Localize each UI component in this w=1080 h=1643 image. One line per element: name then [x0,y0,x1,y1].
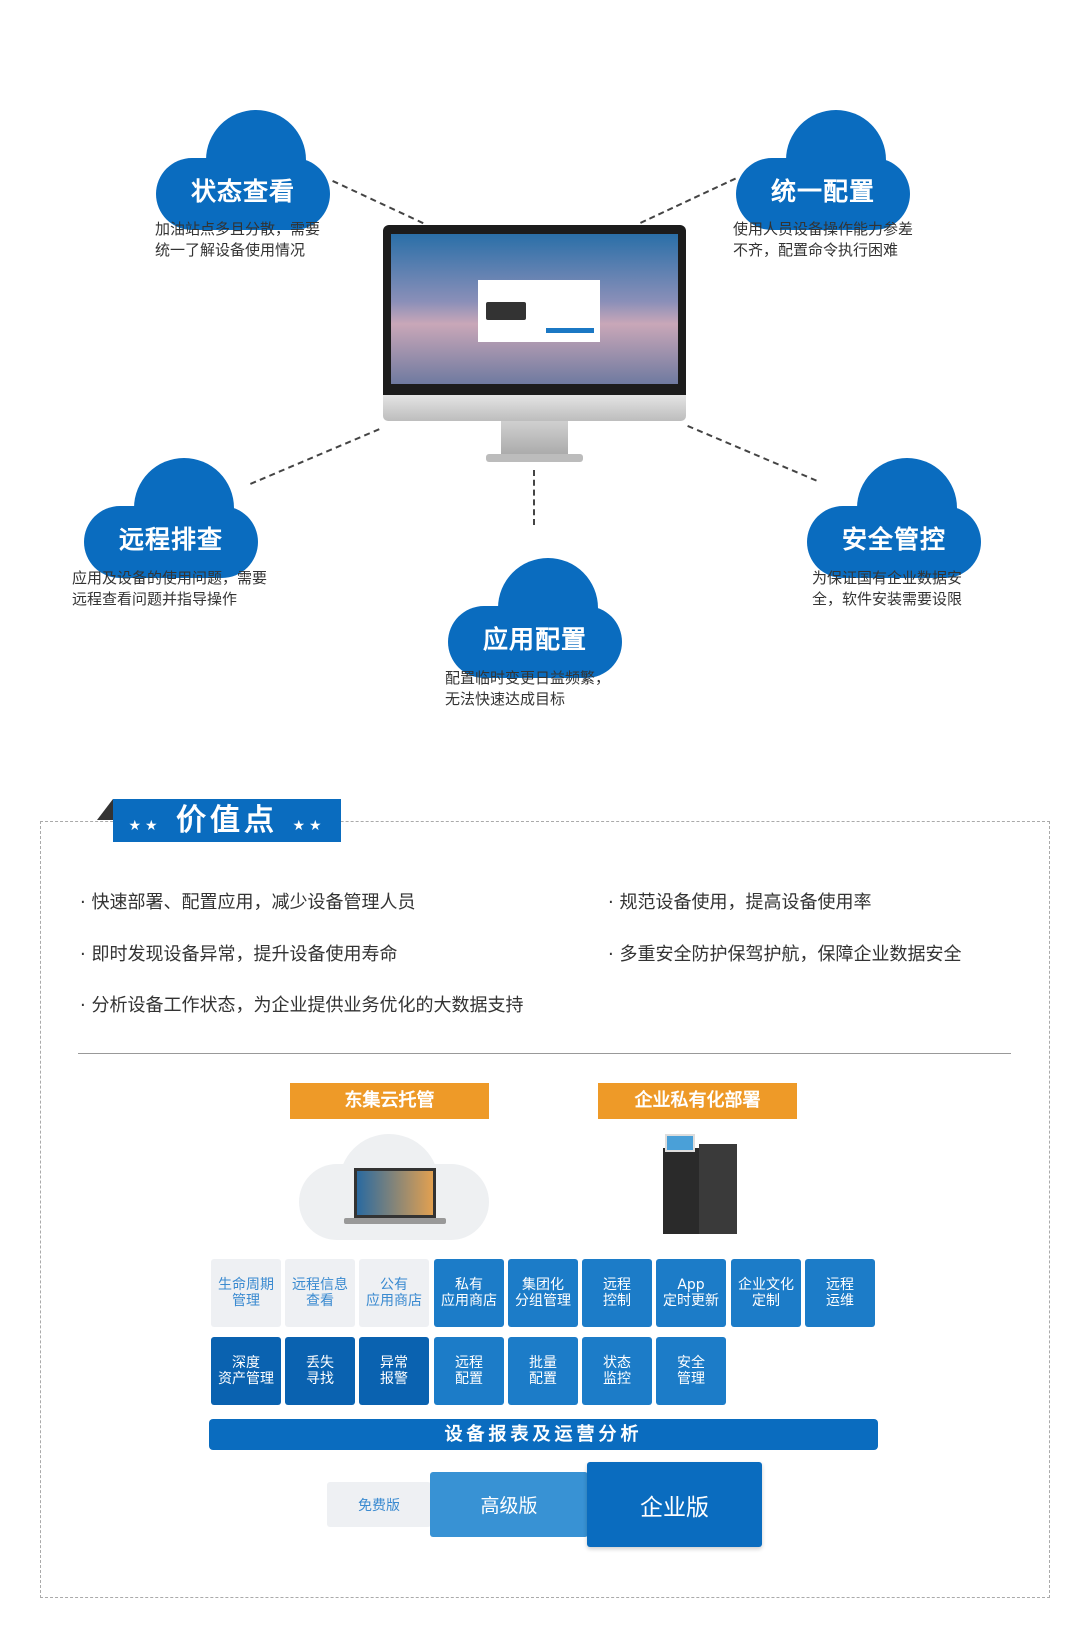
value-bullet: · 多重安全防护保驾护航，保障企业数据安全 [608,944,962,965]
feature-card: 深度 资产管理 [211,1337,281,1405]
edition-advanced[interactable]: 高级版 [430,1472,588,1537]
value-bullet: · 分析设备工作状态，为企业提供业务优化的大数据支持 [80,995,524,1016]
feature-card: 集团化 分组管理 [508,1259,578,1327]
feature-card: 企业文化 定制 [731,1259,801,1327]
cloud-app-config: 应用配置 [448,558,622,678]
connector-arrow [533,470,535,525]
feature-card: 远程信息 查看 [285,1259,355,1327]
feature-card: 公有 应用商店 [359,1259,429,1327]
value-bullet: · 即时发现设备异常，提升设备使用寿命 [80,944,398,965]
feature-title: 应用配置 [482,625,587,654]
cloud-hosting-label: 东集云托管 [290,1083,489,1119]
banner-fold [97,799,113,820]
private-deploy-label: 企业私有化部署 [598,1083,797,1119]
value-section [40,821,1050,1598]
connector-arrow [687,425,817,482]
connector-arrow [250,428,380,485]
feature-title: 安全管控 [841,525,946,554]
monitor-image [383,225,686,465]
feature-title: 状态查看 [190,177,295,206]
feature-card: 安全 管理 [656,1337,726,1405]
feature-desc: 使用人员设备操作能力参差不齐，配置命令执行困难 [733,220,914,259]
server-image [663,1134,739,1234]
feature-title: 远程排查 [118,525,223,554]
cloud-laptop-image [299,1134,489,1240]
edition-free[interactable]: 免费版 [327,1482,431,1527]
cloud-security-control: 安全管控 [807,458,981,578]
edition-enterprise[interactable]: 企业版 [587,1462,762,1547]
feature-card: 批量 配置 [508,1337,578,1405]
cloud-unified-config: 统一配置 [736,110,910,230]
feature-card: 异常 报警 [359,1337,429,1405]
feature-card: 私有 应用商店 [434,1259,504,1327]
feature-desc: 应用及设备的使用问题，需要远程查看问题并指导操作 [72,569,268,608]
feature-desc: 加油站点多且分散，需要统一了解设备使用情况 [155,220,321,259]
cloud-status-view: 状态查看 [156,110,330,230]
feature-card: 生命周期 管理 [211,1259,281,1327]
feature-card: 远程 控制 [582,1259,652,1327]
login-screen-thumbnail [478,280,600,342]
feature-card: 状态 监控 [582,1337,652,1405]
value-bullet: · 规范设备使用，提高设备使用率 [608,892,872,913]
feature-desc: 为保证国有企业数据安全，软件安装需要设限 [812,569,963,608]
analytics-bar: 设备报表及运营分析 [209,1419,878,1450]
value-bullet: · 快速部署、配置应用，减少设备管理人员 [80,892,416,913]
feature-title: 统一配置 [770,177,875,206]
feature-card: App 定时更新 [656,1259,726,1327]
cloud-remote-troubleshoot: 远程排查 [84,458,258,578]
feature-desc: 配置临时变更日益频繁，无法快速达成目标 [445,669,611,708]
connector-arrow [640,177,737,224]
value-banner: ★★ 价值点 ★★ [113,799,341,842]
feature-card: 丢失 寻找 [285,1337,355,1405]
connector-arrow [332,180,424,225]
feature-card: 远程 运维 [805,1259,875,1327]
feature-card: 远程 配置 [434,1337,504,1405]
divider [78,1053,1011,1054]
